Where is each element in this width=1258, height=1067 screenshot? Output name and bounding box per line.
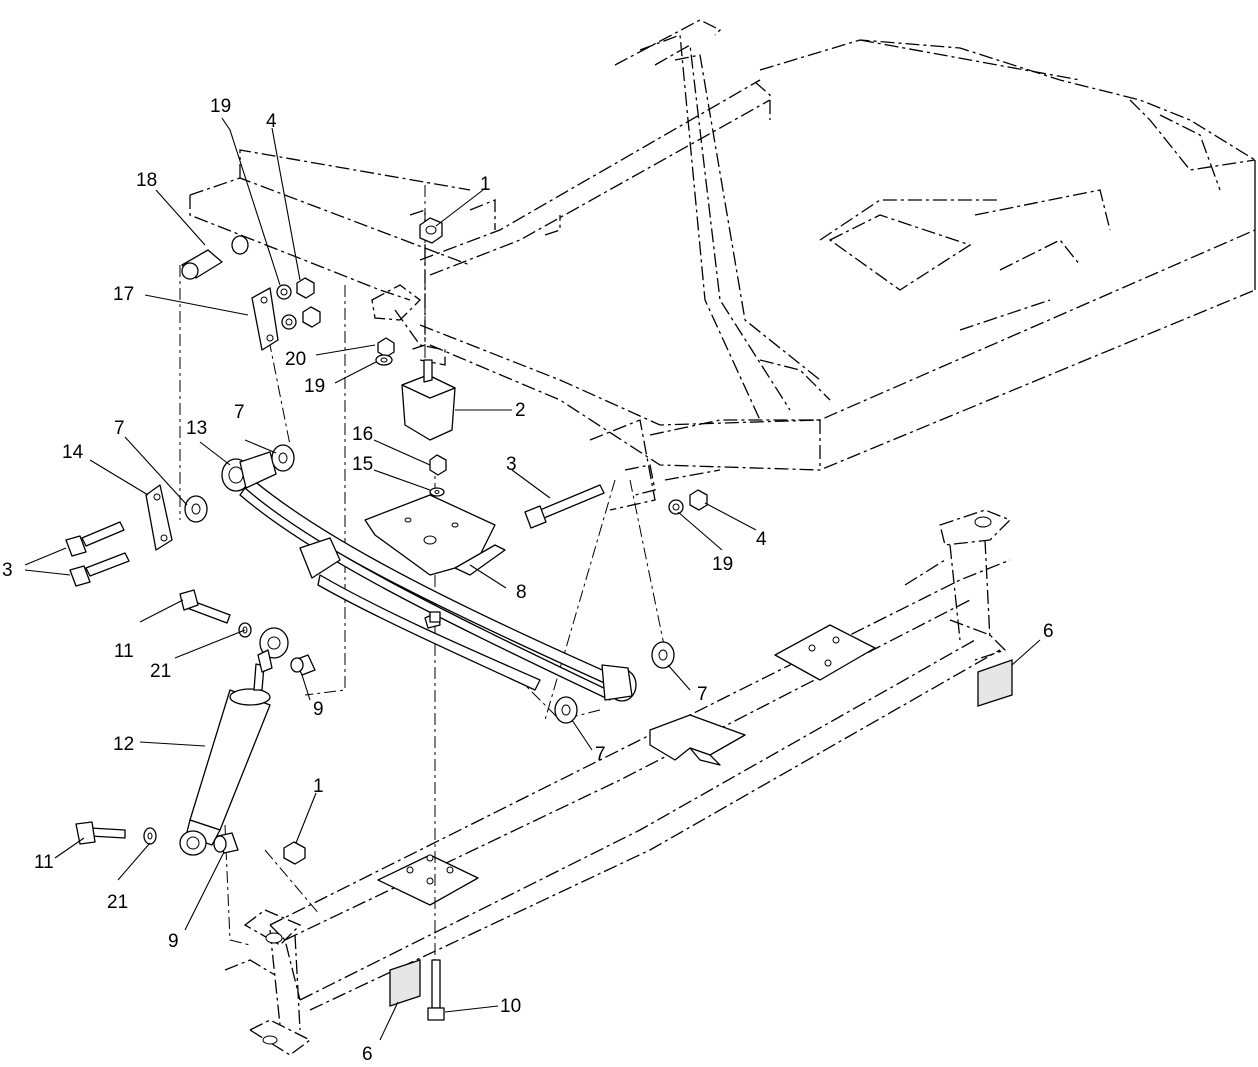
decal-item-6-right (977, 659, 1013, 707)
callout-1-bottom: 1 (313, 776, 324, 797)
shackle-plate-item-14 (145, 484, 173, 551)
callout-19-top: 19 (210, 96, 231, 117)
callout-20: 20 (285, 349, 306, 370)
callout-21-top: 21 (150, 661, 171, 682)
callout-14: 14 (62, 442, 84, 463)
callout-19-mid: 19 (304, 376, 325, 397)
callout-7-d: 7 (595, 744, 606, 765)
leaf-spring-item-13 (221, 451, 637, 702)
callout-19-right: 19 (712, 554, 733, 575)
bolt-item-10 (427, 611, 445, 1021)
callout-9-top: 9 (313, 699, 324, 720)
callout-3-left: 3 (2, 560, 13, 581)
spring-plate-item-8 (364, 494, 506, 576)
callout-1-top: 1 (480, 174, 491, 195)
callout-8: 8 (516, 582, 527, 603)
callout-15: 15 (352, 454, 373, 475)
leader-lines (24, 117, 1041, 1041)
nut-item-16 (429, 454, 447, 497)
callout-7-c: 7 (697, 684, 708, 705)
callout-9-bottom: 9 (168, 931, 179, 952)
bolt-item-11-top (179, 589, 316, 676)
callout-7-b: 7 (114, 418, 125, 439)
shackle-plate-item-17 (251, 287, 279, 351)
shock-absorber-item-12 (179, 627, 289, 856)
bolt-item-3-right (524, 484, 708, 529)
nut-item-1-top (419, 217, 443, 244)
bump-stop-item-2 (401, 359, 456, 441)
main-frame (189, 19, 1256, 511)
callout-21-bottom: 21 (107, 892, 128, 913)
callout-11-bottom: 11 (34, 852, 54, 873)
callout-6-right: 6 (1043, 621, 1054, 642)
callout-labels: 1 19 4 18 17 20 19 2 16 15 3 4 19 8 7 13… (2, 96, 1054, 1065)
nut-item-20 (375, 337, 395, 366)
bolts-item-3-left (65, 521, 130, 587)
callout-3-right: 3 (506, 454, 517, 475)
callout-4-right: 4 (756, 529, 767, 550)
nut-item-1-bottom (283, 841, 306, 865)
decal-item-6-bottom (389, 959, 421, 1007)
washers-item-7 (184, 444, 675, 724)
callout-11-top: 11 (114, 641, 134, 662)
axle-frame (224, 509, 1012, 1056)
callout-6-bottom: 6 (362, 1044, 373, 1065)
callout-16: 16 (352, 424, 373, 445)
callout-18: 18 (136, 170, 157, 191)
washers-and-nuts-top (276, 277, 321, 330)
callout-7-a: 7 (234, 402, 245, 423)
callout-17: 17 (113, 284, 134, 305)
callout-12: 12 (113, 734, 134, 755)
callout-13: 13 (186, 418, 207, 439)
bushing-item-18 (181, 235, 249, 280)
bolt-item-11-bottom (75, 821, 239, 854)
callout-4-top: 4 (266, 111, 277, 132)
callout-2: 2 (515, 400, 526, 421)
callout-10: 10 (500, 996, 521, 1017)
